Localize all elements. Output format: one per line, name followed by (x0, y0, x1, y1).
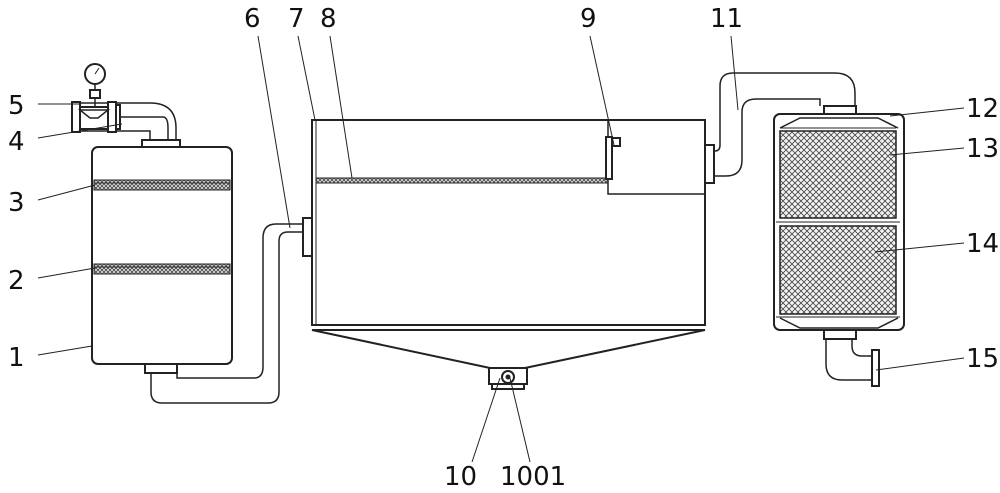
label-7: 7 (288, 4, 305, 34)
inlet-valve (71, 101, 121, 133)
label-11: 11 (710, 4, 743, 34)
label-2: 2 (8, 266, 25, 296)
label-6: 6 (244, 4, 261, 34)
connecting-pipe-6 (150, 217, 313, 404)
filter-block-14 (776, 221, 900, 318)
main-tank (311, 119, 706, 369)
label-15: 15 (966, 344, 999, 374)
label-1001: 1001 (500, 462, 566, 492)
leader-lines (37, 35, 965, 463)
overflow-box-9 (605, 120, 705, 195)
label-12: 12 (966, 94, 999, 124)
label-8: 8 (320, 4, 337, 34)
label-5: 5 (8, 91, 25, 121)
label-13: 13 (966, 134, 999, 164)
left-tank-filter-upper (93, 179, 231, 191)
label-9: 9 (580, 4, 597, 34)
label-4: 4 (8, 127, 25, 157)
label-3: 3 (8, 188, 25, 218)
left-tank-filter-lower (93, 263, 231, 275)
filter-screen-8 (315, 177, 609, 184)
label-1: 1 (8, 343, 25, 373)
left-tank (91, 139, 233, 374)
pressure-gauge (84, 63, 106, 107)
outlet-pipe-11 (704, 72, 856, 184)
drain-outlet-10 (488, 367, 528, 390)
filter-block-13 (779, 127, 897, 219)
label-10: 10 (444, 462, 477, 492)
inlet-pipe (75, 102, 177, 140)
label-14: 14 (966, 229, 999, 259)
outlet-pipe-15 (825, 339, 880, 387)
